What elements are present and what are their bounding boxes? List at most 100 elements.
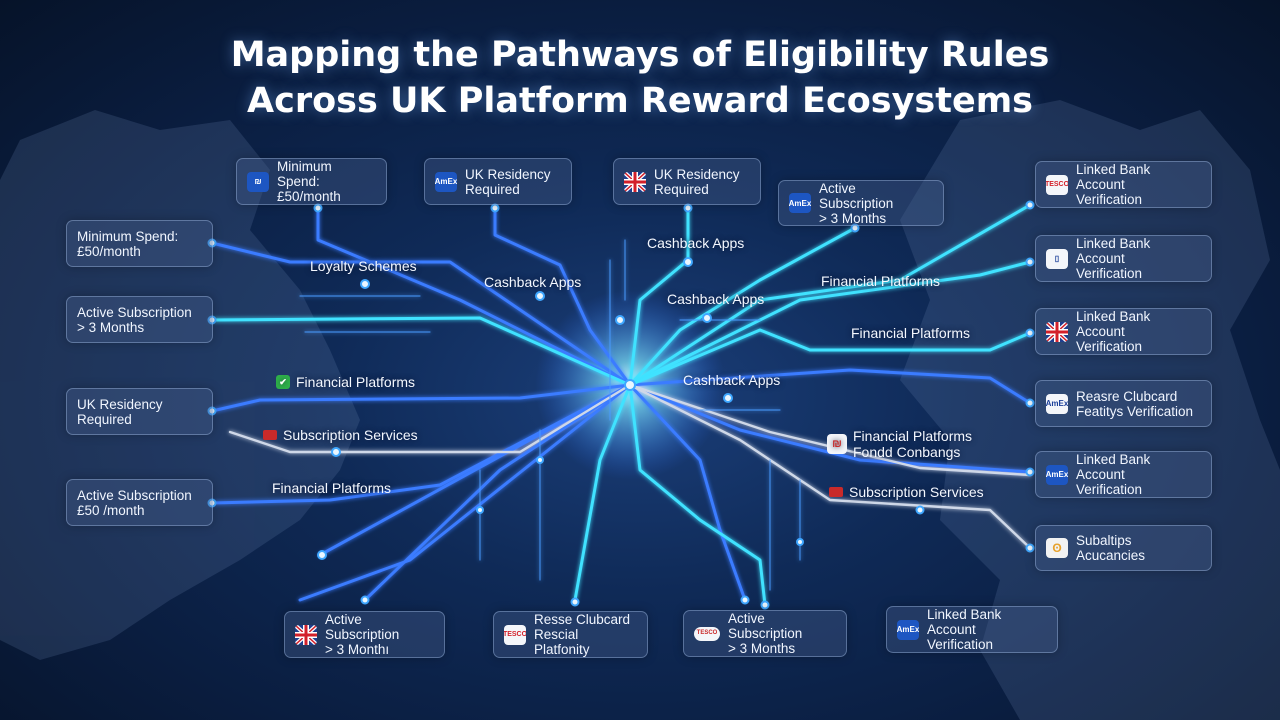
card-line-1: Subaltips Acucancies — [1076, 533, 1146, 563]
bottom-card-1[interactable]: Active Subscription> 3 Monthı — [284, 611, 445, 658]
left-card-active-subscription-50[interactable]: Active Subscription£50 /month — [66, 479, 213, 526]
top-card-min-spend[interactable]: ₪ Minimum Spend:£50/month — [236, 158, 387, 205]
card-line-2: > 3 Months — [77, 319, 145, 335]
label-text: Financial Platforms — [296, 374, 416, 390]
label-financial-platforms-bottom-left: Financial Platforms — [272, 480, 391, 496]
title-line-1: Mapping the Pathways of Eligibility Rule… — [230, 35, 1050, 75]
uk-flag-icon — [624, 171, 646, 192]
path-right-3 — [628, 328, 1032, 387]
card-line-2: Verification — [1076, 192, 1143, 207]
label-text: Cashback Apps — [484, 274, 582, 290]
label-text: Cashback Apps — [683, 372, 781, 388]
left-card-active-subscription[interactable]: Active Subscription> 3 Months — [66, 296, 213, 343]
label-cashback-apps-4: Cashback Apps — [683, 372, 780, 388]
label-text: Subscription Services — [283, 427, 418, 443]
path-bottom-2 — [573, 383, 632, 602]
card-line-1: Reasre Clubcard — [1076, 388, 1178, 404]
oval-brand-icon: TESCO — [694, 626, 720, 641]
right-card-6[interactable]: ʘ Subaltips Acucancies — [1035, 525, 1212, 571]
path-bottom-4 — [628, 383, 747, 602]
top-card-active-subscription[interactable]: AmEx Active Subscription> 3 Months — [778, 180, 944, 226]
amex-logo-icon: AmEx — [897, 619, 919, 640]
bottom-card-3[interactable]: TESCO Active Subscription> 3 Months — [683, 610, 847, 657]
label-financial-platforms-right-2: Financial Platforms — [851, 325, 970, 341]
card-line-2: Required — [77, 411, 132, 427]
label-cashback-apps-3: Cashback Apps — [667, 291, 764, 307]
uk-map-silhouette — [0, 100, 1280, 720]
card-line-1: Active Subscription — [77, 304, 192, 320]
path-ll-b — [298, 383, 632, 602]
label-text-2: Fondd Conbangs — [853, 444, 961, 460]
amex-logo-icon: AmEx — [435, 171, 457, 192]
path-right-1 — [628, 203, 1032, 387]
card-line-2: Required — [465, 181, 520, 197]
card-line-1: Linked Bank Account — [1076, 452, 1151, 482]
card-line-2: > 3 Months — [819, 210, 887, 226]
card-line-1: Linked Bank Account — [1076, 236, 1151, 266]
label-text-1: Financial Platforms — [853, 428, 973, 444]
label-text: Financial Platforms — [851, 325, 971, 341]
path-bottom-1 — [363, 383, 632, 602]
label-cashback-apps-2: Cashback Apps — [647, 235, 744, 251]
label-financial-platforms-right-3: ₪ Financial Platforms Fondd Conbangs — [827, 428, 972, 460]
card-line-1: Active Subscription — [728, 611, 803, 641]
label-cashback-apps-1: Cashback Apps — [484, 274, 581, 290]
amex-logo-icon: AmEx — [1046, 464, 1068, 485]
card-line-1: Linked Bank Account — [927, 607, 1002, 637]
card-line-2: Verification — [1076, 339, 1143, 354]
path-right-4 — [628, 368, 1032, 405]
path-top-2 — [493, 206, 632, 387]
card-line-1: Resse Clubcard — [534, 612, 631, 627]
label-text: Subscription Services — [849, 484, 984, 500]
label-loyalty-schemes: Loyalty Schemes — [310, 258, 417, 274]
card-line-1: UK Residency — [654, 166, 740, 182]
left-card-min-spend[interactable]: Minimum Spend:£50/month — [66, 220, 213, 267]
brand-square-icon: ₪ — [827, 434, 847, 454]
card-line-2: Verification — [1076, 266, 1143, 281]
label-financial-platforms-left: ✔ Financial Platforms — [276, 374, 415, 390]
card-line-1: UK Residency — [465, 166, 551, 182]
label-subscription-services-right: Subscription Services — [829, 484, 984, 500]
path-right-6 — [628, 383, 1032, 550]
card-line-1: Linked Bank Account — [1076, 309, 1151, 339]
path-subscription-left — [228, 383, 632, 454]
path-left-3 — [210, 383, 632, 413]
uk-flag-icon — [295, 624, 317, 645]
tesco-logo-icon: TESCO — [504, 624, 526, 645]
card-line-2: £50/month — [277, 189, 341, 204]
card-line-2: Required — [654, 181, 709, 197]
path-top-3 — [628, 206, 690, 387]
card-line-1: Minimum Spend: — [277, 159, 332, 189]
bank-logo-icon: ₪ — [247, 171, 269, 192]
path-ll-a — [318, 383, 632, 557]
check-icon: ✔ — [276, 375, 290, 389]
page-title: Mapping the Pathways of Eligibility Rule… — [0, 32, 1280, 124]
brand-badge-icon — [829, 487, 843, 497]
tesco-logo-icon: TESCO — [1046, 174, 1068, 195]
card-line-2: > 3 Months — [728, 641, 796, 656]
card-line-1: Active Subscription — [325, 612, 400, 642]
uk-flag-icon — [1046, 321, 1068, 342]
card-line-2: Verification — [927, 637, 994, 652]
title-line-2: Across UK Platform Reward Ecosystems — [247, 81, 1033, 121]
path-left-4 — [210, 383, 632, 505]
card-line-2: £50/month — [77, 243, 141, 259]
card-line-2: Rescial Platfonity — [534, 627, 590, 657]
label-text: Cashback Apps — [647, 235, 745, 251]
path-top-1 — [316, 206, 632, 387]
card-line-1: Active Subscription — [77, 487, 192, 503]
label-text: Loyalty Schemes — [310, 258, 417, 274]
card-line-1: Linked Bank Account — [1076, 162, 1151, 192]
label-text: Financial Platforms — [821, 273, 941, 289]
